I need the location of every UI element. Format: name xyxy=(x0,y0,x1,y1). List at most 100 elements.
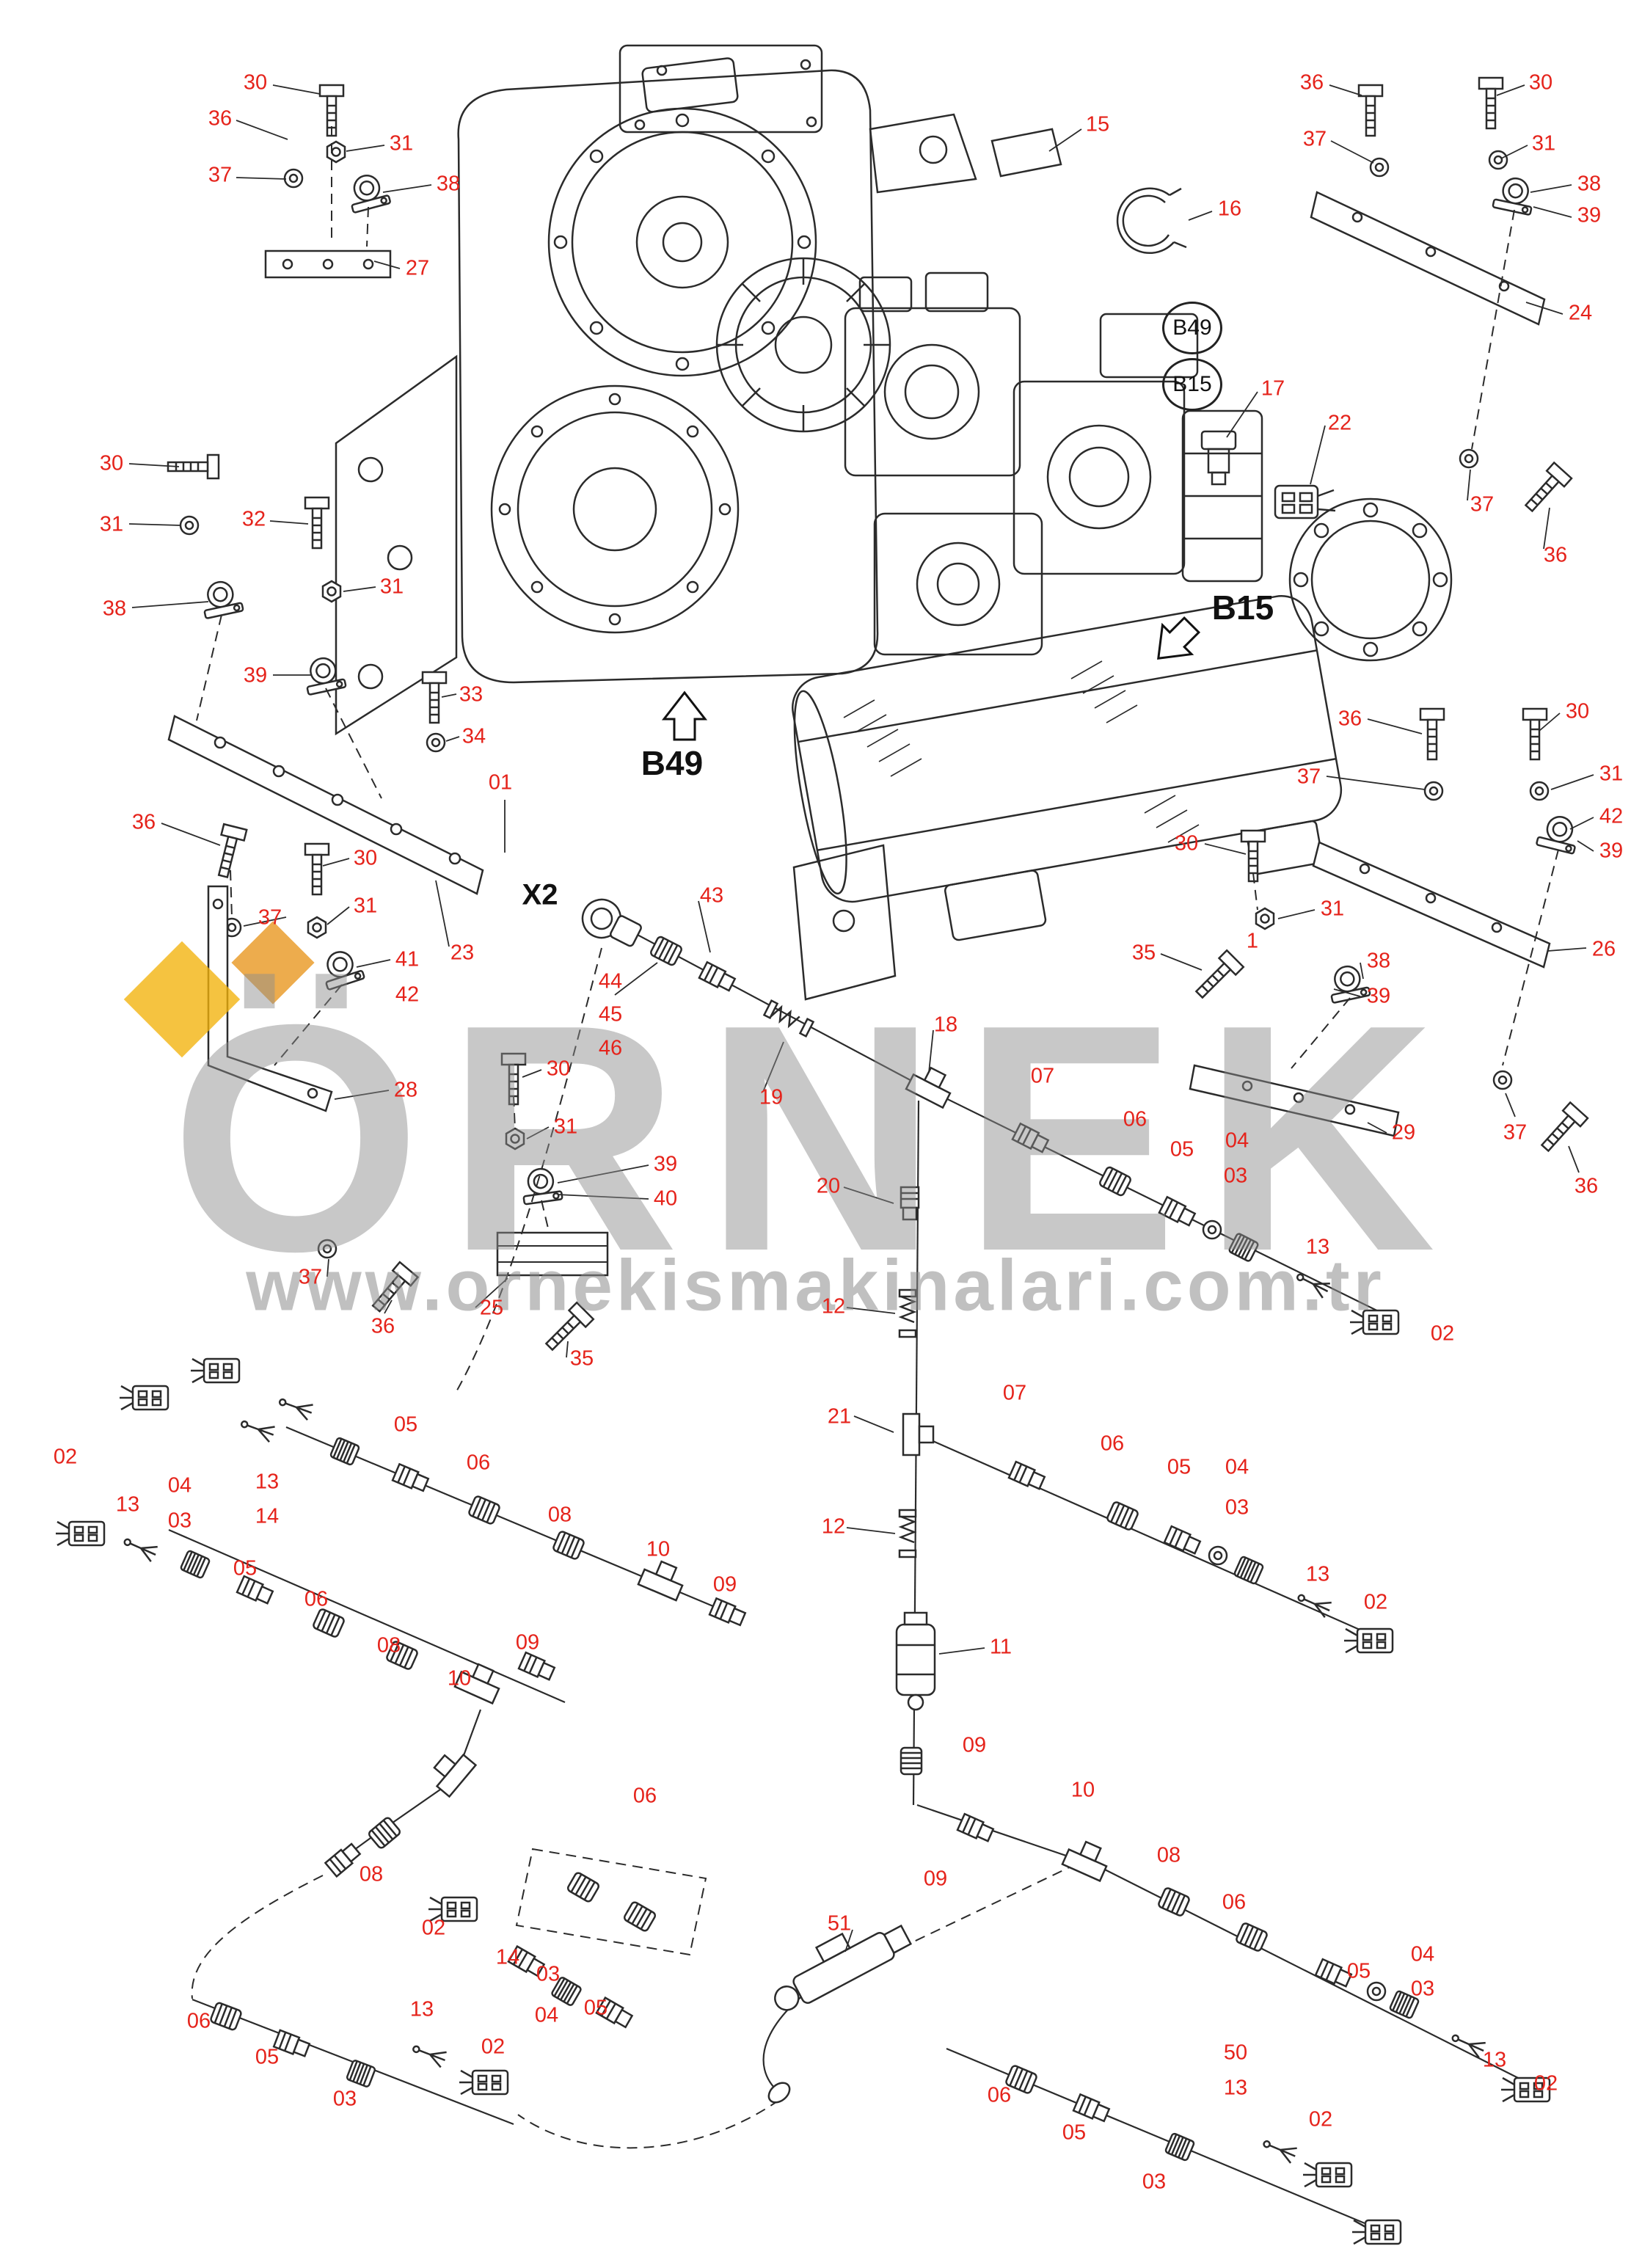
part-callout-39: 39 xyxy=(653,1152,678,1176)
direction-arrows xyxy=(661,616,1201,741)
part-callout-1: 1 xyxy=(1246,929,1259,953)
hardware-parts xyxy=(167,76,1589,1356)
part-callout-13: 13 xyxy=(1305,1562,1330,1586)
part-callout-37: 37 xyxy=(258,905,282,930)
part-callout-36: 36 xyxy=(1543,543,1568,567)
part-callout-37: 37 xyxy=(1296,765,1321,789)
b15-arrow-icon xyxy=(1157,616,1201,660)
x2-connector xyxy=(581,898,642,947)
tee-assembly-51 xyxy=(774,1924,913,2011)
part-callout-02: 02 xyxy=(481,2035,506,2059)
harness-fittings xyxy=(54,898,1551,2245)
part-callout-04: 04 xyxy=(167,1473,192,1498)
part-callout-06: 06 xyxy=(186,2009,211,2033)
part-callout-07: 07 xyxy=(1002,1381,1027,1405)
part-callout-38: 38 xyxy=(436,172,461,196)
part-callout-06: 06 xyxy=(987,2083,1012,2107)
part-callout-13: 13 xyxy=(255,1470,280,1494)
part-callout-03: 03 xyxy=(536,1962,561,1986)
part-callout-06: 06 xyxy=(1123,1107,1147,1131)
construction-lines xyxy=(191,126,1559,2149)
part-callout-20: 20 xyxy=(816,1174,841,1198)
part-callout-35: 35 xyxy=(1131,941,1156,965)
part-callout-31: 31 xyxy=(99,512,124,536)
part-callout-37: 37 xyxy=(1503,1120,1528,1145)
annotation-b15: B15 xyxy=(1211,588,1274,627)
part-callout-51: 51 xyxy=(827,1911,852,1936)
part-callout-39: 39 xyxy=(1366,984,1391,1008)
part-callout-18: 18 xyxy=(933,1013,958,1037)
part-callout-31: 31 xyxy=(353,894,378,918)
part-callout-24: 24 xyxy=(1568,301,1593,325)
part-callout-45: 45 xyxy=(598,1002,623,1027)
part-callout-30: 30 xyxy=(1528,70,1553,95)
part-callout-43: 43 xyxy=(699,883,724,908)
part-callout-38: 38 xyxy=(1366,949,1391,973)
part-callout-29: 29 xyxy=(1391,1120,1416,1145)
part-callout-13: 13 xyxy=(1482,2048,1507,2072)
part-callout-07: 07 xyxy=(1030,1064,1055,1088)
plate-15 xyxy=(990,128,1062,178)
part-callout-08: 08 xyxy=(547,1503,572,1527)
annotation-x2: X2 xyxy=(522,878,558,911)
part-callout-30: 30 xyxy=(353,846,378,870)
part-callout-39: 39 xyxy=(243,663,268,688)
part-callout-05: 05 xyxy=(255,2045,280,2069)
part-callout-37: 37 xyxy=(1302,127,1327,151)
part-callout-36: 36 xyxy=(208,106,233,131)
part-callout-36: 36 xyxy=(1299,70,1324,95)
part-callout-35: 35 xyxy=(569,1346,594,1371)
part-callout-03: 03 xyxy=(332,2087,357,2111)
part-callout-36: 36 xyxy=(131,810,156,834)
part-callout-30: 30 xyxy=(1174,831,1199,856)
part-callout-46: 46 xyxy=(598,1036,623,1060)
part-callout-40: 40 xyxy=(653,1186,678,1211)
part-callout-08: 08 xyxy=(1156,1843,1181,1867)
part-callout-04: 04 xyxy=(1225,1455,1249,1479)
part-callout-02: 02 xyxy=(1430,1321,1455,1346)
part-callout-34: 34 xyxy=(461,724,486,748)
part-callout-08: 08 xyxy=(376,1633,401,1658)
part-callout-09: 09 xyxy=(712,1572,737,1597)
part-callout-39: 39 xyxy=(1599,839,1624,863)
part-callout-31: 31 xyxy=(1531,131,1556,156)
part-callout-11: 11 xyxy=(989,1635,1012,1659)
part-callout-09: 09 xyxy=(962,1733,987,1757)
part-callout-17: 17 xyxy=(1260,376,1285,401)
part-callout-02: 02 xyxy=(1363,1590,1388,1614)
part-callout-02: 02 xyxy=(1533,2071,1558,2096)
part-callout-28: 28 xyxy=(393,1078,418,1102)
part-callout-03: 03 xyxy=(1410,1977,1435,2001)
connector-22 xyxy=(1274,484,1336,519)
part-callout-37: 37 xyxy=(208,163,233,187)
part-callout-06: 06 xyxy=(632,1784,657,1808)
part-callout-19: 19 xyxy=(759,1085,784,1109)
part-callout-05: 05 xyxy=(1170,1137,1194,1162)
b49-arrow-icon xyxy=(661,690,708,741)
part-callout-05: 05 xyxy=(233,1556,258,1580)
reference-badge-b49: B49 xyxy=(1162,302,1222,354)
part-callout-15: 15 xyxy=(1085,112,1110,136)
part-callout-16: 16 xyxy=(1217,197,1242,221)
part-callout-36: 36 xyxy=(1574,1174,1599,1198)
part-callout-04: 04 xyxy=(534,2003,559,2027)
part-callout-38: 38 xyxy=(1577,172,1602,196)
part-callout-06: 06 xyxy=(1222,1890,1247,1914)
part-callout-06: 06 xyxy=(466,1451,491,1475)
part-callout-13: 13 xyxy=(1223,2076,1248,2100)
part-callout-22: 22 xyxy=(1327,411,1352,435)
part-callout-13: 13 xyxy=(115,1492,140,1517)
part-callout-50: 50 xyxy=(1223,2041,1248,2065)
annotation-b49: B49 xyxy=(641,744,704,782)
pressure-sensor-17 xyxy=(1200,430,1237,486)
part-callout-32: 32 xyxy=(241,507,266,531)
part-callout-41: 41 xyxy=(395,947,420,971)
part-callout-14: 14 xyxy=(495,1945,520,1969)
part-callout-10: 10 xyxy=(447,1666,472,1691)
part-callout-09: 09 xyxy=(515,1630,540,1655)
part-callout-06: 06 xyxy=(1100,1432,1125,1456)
part-callout-06: 06 xyxy=(304,1587,329,1611)
part-callout-38: 38 xyxy=(102,597,127,621)
